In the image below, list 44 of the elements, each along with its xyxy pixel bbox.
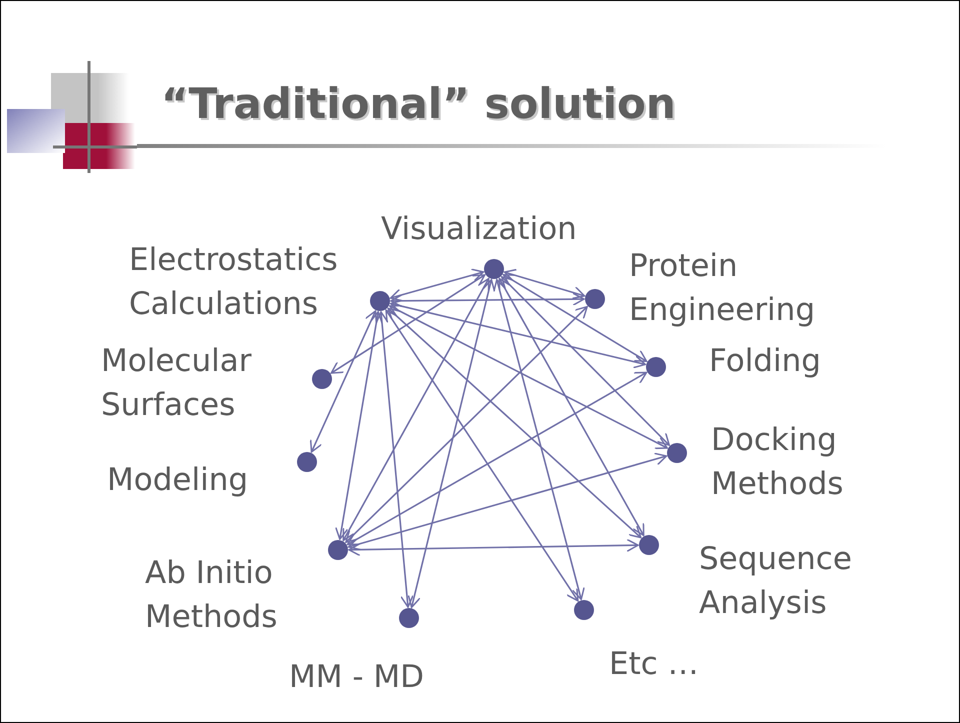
arrow [348,452,668,550]
arrow [390,300,646,368]
node-label: Modeling [107,461,250,500]
arrow [408,278,496,608]
arrow [390,268,484,302]
arrow [345,306,588,544]
arrow [504,268,586,300]
node-dot [399,608,419,628]
arrow [389,304,668,450]
arrow [342,278,490,542]
node-dot [328,540,348,560]
node-dot [297,452,317,472]
node-label: Electrostatics Calculations [129,241,339,324]
arrow [385,309,579,602]
arrow [498,278,644,536]
arrow [390,292,585,308]
arrow [310,310,378,453]
slide-title: “Traditional” solution [161,79,676,128]
arrow [330,274,486,374]
arrow [346,372,648,546]
arrow [493,278,585,600]
node-dot [667,443,687,463]
node-label: Docking Methods [711,421,844,504]
node-dot [370,291,390,311]
node-label: Visualization [381,210,578,249]
node-label: Folding [709,342,822,381]
arrow [502,274,648,362]
node-dot [585,289,605,309]
node-label: Molecular Surfaces [101,342,252,425]
node-dot [484,259,504,279]
node-dot [639,535,659,555]
node-label: Sequence Analysis [699,540,853,623]
node-label: Ab Initio Methods [145,554,278,637]
node-label: Protein Engineering [629,247,816,330]
node-label: Etc … [609,645,700,684]
arrow [501,276,670,446]
node-dot [312,369,332,389]
arrow [335,311,383,540]
node-label: MM - MD [289,658,426,697]
arrow [348,538,639,556]
node-dot [574,600,594,620]
arrow [375,311,414,608]
node-dot [646,357,666,377]
arrow [387,308,642,538]
